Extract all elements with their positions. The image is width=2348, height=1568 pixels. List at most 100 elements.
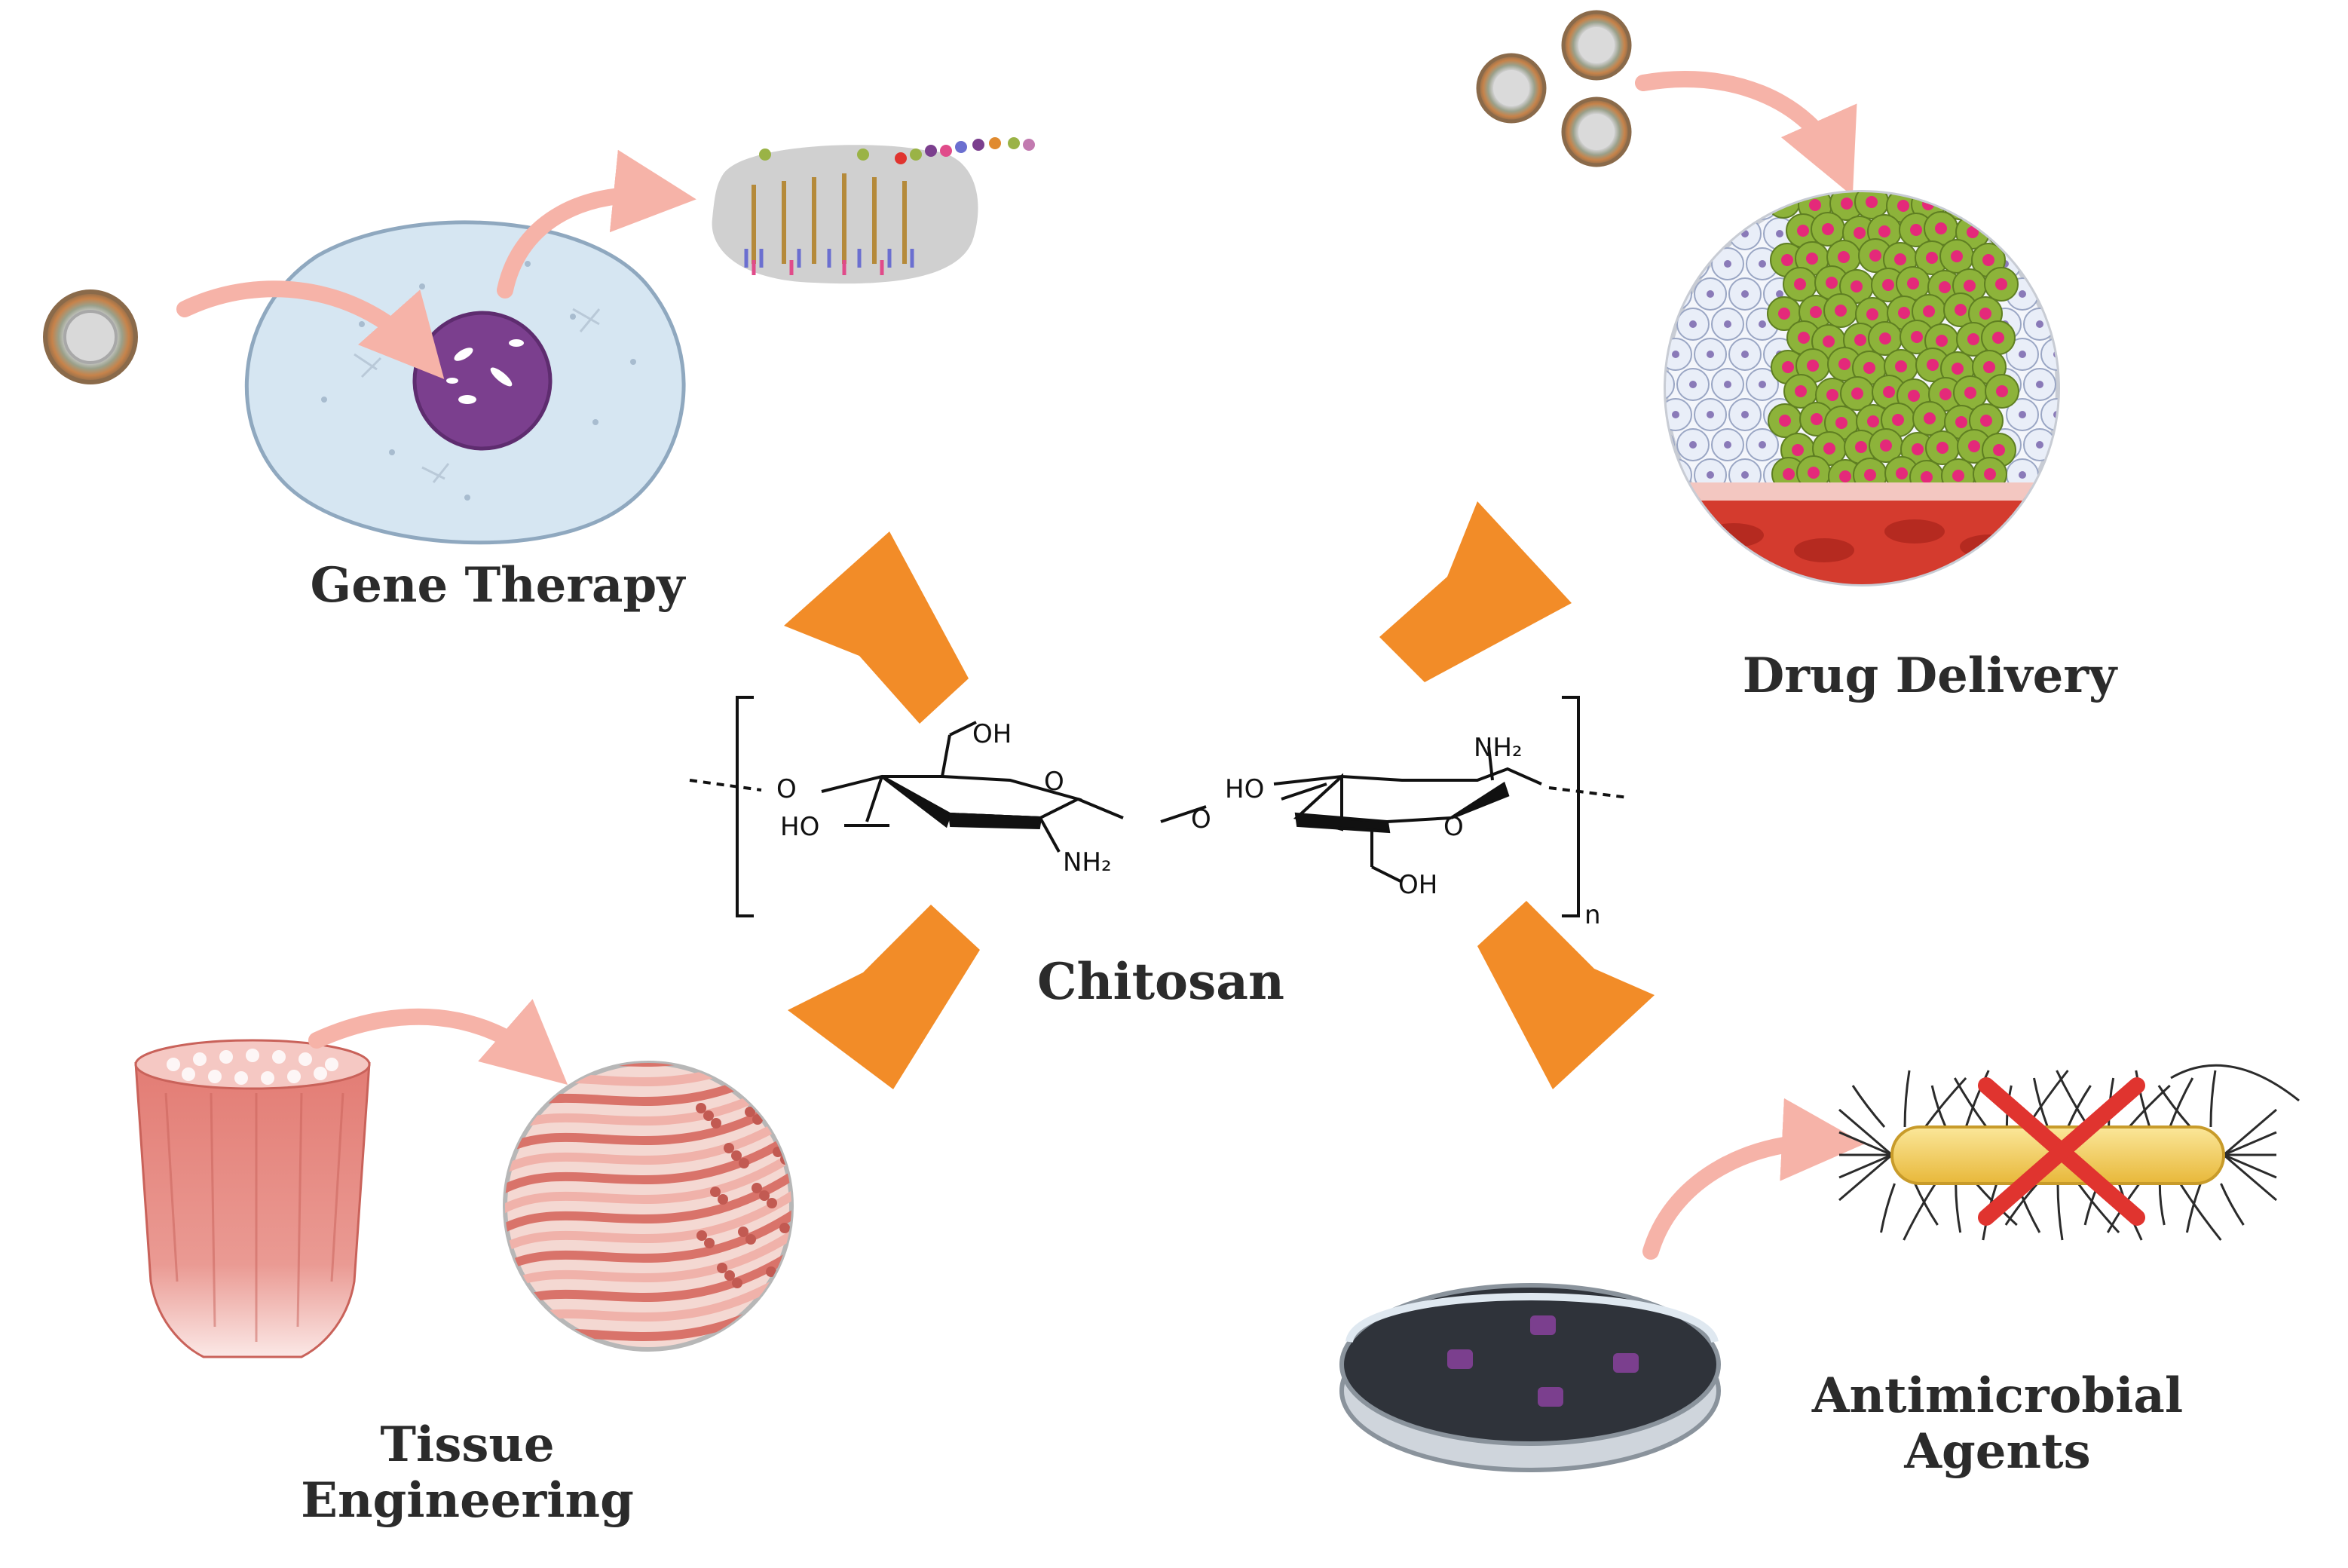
nanoparticle-cluster-icon (1476, 10, 1632, 167)
tumor-cell (1928, 377, 1963, 412)
tumor-cell (1824, 406, 1859, 440)
muscle-fiber (505, 1108, 791, 1178)
antimicrobial-illustration (1339, 1064, 2300, 1472)
muscle-fiber (505, 1167, 791, 1236)
normal-cell (1666, 277, 1692, 311)
muscle-fiber (505, 1089, 791, 1158)
label-tissue-engineering-line-2: Engineering (301, 1472, 634, 1529)
flagellum (2209, 1070, 2217, 1128)
normal-cell (1746, 428, 1779, 461)
normal-cell (1676, 428, 1710, 461)
chitosan-structure (689, 696, 1629, 917)
normal-cell (1666, 247, 1675, 280)
tumor-cell (1799, 295, 1833, 329)
tumor-cell (1795, 348, 1830, 383)
tumor-cell (1823, 293, 1858, 328)
flagellum (1924, 1076, 1967, 1128)
flagellum (1851, 1085, 1886, 1128)
normal-cell (2040, 217, 2058, 250)
tumor-cell (1768, 403, 1802, 438)
tissue-cell-dot (766, 1266, 776, 1277)
curved-arrow-to-tumor (1635, 70, 1857, 197)
normal-cell (1676, 192, 1710, 220)
tissue-cell-dot (724, 1143, 734, 1153)
flagellum (1964, 1070, 1990, 1128)
normal-cell (2006, 217, 2039, 250)
chem-group-oh-bottom: OH (1398, 870, 1437, 900)
flagellum (1838, 1131, 1893, 1156)
flagellum (2032, 1077, 2049, 1128)
gene-therapy-illustration (43, 137, 1035, 545)
chem-group-o-left: O (776, 774, 797, 804)
tissue-cell-dot (696, 1230, 707, 1241)
petri-dish-icon (1339, 1283, 1721, 1472)
arrow-to-tissue-engineering (788, 905, 980, 1089)
normal-cell (1728, 398, 1762, 431)
flagellum (1930, 1085, 1947, 1128)
flagellum (2004, 1183, 2039, 1226)
chitosan-labels: OH NH₂ O O O O HO HO NH₂ OH n (776, 719, 1601, 930)
label-antimicrobial-line-1: Antimicrobial (1811, 1367, 2184, 1424)
label-chitosan: Chitosan (1036, 952, 1284, 1011)
tissue-cell-dot (752, 1114, 763, 1125)
chem-group-o-ring-right: O (1443, 812, 1464, 842)
tissue-cell-dot (703, 1110, 714, 1121)
flagellum (1903, 1070, 1911, 1128)
tumor-cell (1912, 401, 1947, 436)
tumor-cell (1939, 239, 1974, 274)
normal-cell (2006, 398, 2039, 431)
normal-cell (1694, 217, 1727, 250)
label-tissue-engineering-line-1: Tissue (380, 1416, 555, 1473)
tissue-cell-dot (711, 1118, 721, 1129)
chem-group-o-ring-left: O (1044, 767, 1064, 797)
normal-cell (1666, 192, 1675, 220)
label-drug-delivery: Drug Delivery (1742, 648, 2117, 704)
normal-cell (1728, 338, 1762, 371)
normal-cell (1711, 247, 1744, 280)
cross-out-icon (1978, 1077, 2145, 1226)
tumor-cell (1981, 320, 2016, 355)
flagellum (2157, 1085, 2192, 1128)
flagellum (2056, 1183, 2064, 1241)
flagellum (2077, 1183, 2120, 1234)
label-antimicrobial-agents: Antimicrobial Agents (1779, 1368, 2216, 1479)
normal-cell (1694, 277, 1727, 311)
normal-cell (2023, 368, 2056, 401)
tumor-cell (1967, 192, 2002, 219)
normal-cell (1711, 368, 1744, 401)
normal-cell (1676, 308, 1710, 341)
flagellum (2128, 1084, 2171, 1128)
normal-cell (1676, 368, 1710, 401)
tissue-cell-dot (710, 1187, 721, 1197)
tumor-cell (1984, 267, 2019, 302)
nucleus-icon (412, 311, 553, 451)
arrow-to-gene-therapy (784, 531, 969, 724)
flagellum (2220, 1183, 2245, 1226)
flagellum (1914, 1183, 1939, 1226)
tumor-cell (1840, 376, 1875, 411)
label-gene-therapy: Gene Therapy (310, 557, 685, 614)
normal-cell (2023, 247, 2056, 280)
tissue-cell-dot (739, 1158, 749, 1168)
tissue-cell-dot (731, 1150, 742, 1161)
tumor-cell (1869, 428, 1903, 463)
normal-cell (1666, 308, 1675, 341)
tumor-cell (1871, 268, 1906, 302)
normal-cell (1746, 368, 1779, 401)
normal-cell (1694, 338, 1727, 371)
tumor-tissue-icon (1664, 190, 2060, 586)
normal-cell (1666, 217, 1692, 250)
normal-cell (1711, 192, 1744, 220)
tissue-cell-dot (759, 1190, 770, 1201)
chem-group-ho-left: HO (780, 812, 819, 842)
flagellum (1903, 1183, 1936, 1241)
flagellum (2179, 1183, 2222, 1241)
normal-cell (2040, 277, 2058, 311)
normal-cell (1666, 338, 1692, 371)
flagellum (1838, 1153, 1893, 1202)
nanoparticle-icon (43, 289, 138, 384)
tissue-cell-dot (717, 1263, 727, 1273)
tumor-cell (1812, 431, 1847, 466)
